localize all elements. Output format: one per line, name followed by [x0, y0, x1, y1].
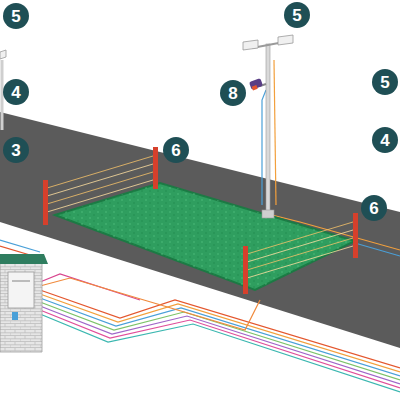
callout-number: 4: [3, 79, 29, 105]
callout-number: 6: [361, 195, 387, 221]
callout-text: 5: [11, 8, 20, 25]
callout-text: 6: [171, 142, 180, 159]
callout-number: 8: [220, 80, 246, 106]
infrared-beams: [47, 156, 353, 278]
lamp-post: [243, 35, 293, 218]
callout-text: 4: [11, 84, 20, 101]
road: [0, 112, 400, 348]
callout-text: 3: [11, 142, 20, 159]
weighbridge-platform: [55, 183, 355, 290]
callout-text: 5: [292, 7, 301, 24]
callout-text: 8: [228, 85, 237, 102]
infrared-poles: [43, 147, 358, 294]
callout-number: 5: [372, 69, 398, 95]
camera: [249, 78, 266, 90]
callout-text: 6: [369, 200, 378, 217]
callout-text: 4: [380, 132, 389, 149]
callout-text: 5: [380, 74, 389, 91]
callout-number: 3: [3, 137, 29, 163]
callout-number: 5: [284, 2, 310, 28]
callout-number: 6: [163, 137, 189, 163]
callout-number: 5: [3, 3, 29, 29]
control-building: [0, 254, 48, 352]
cables: [0, 60, 400, 392]
callout-number: 4: [372, 127, 398, 153]
